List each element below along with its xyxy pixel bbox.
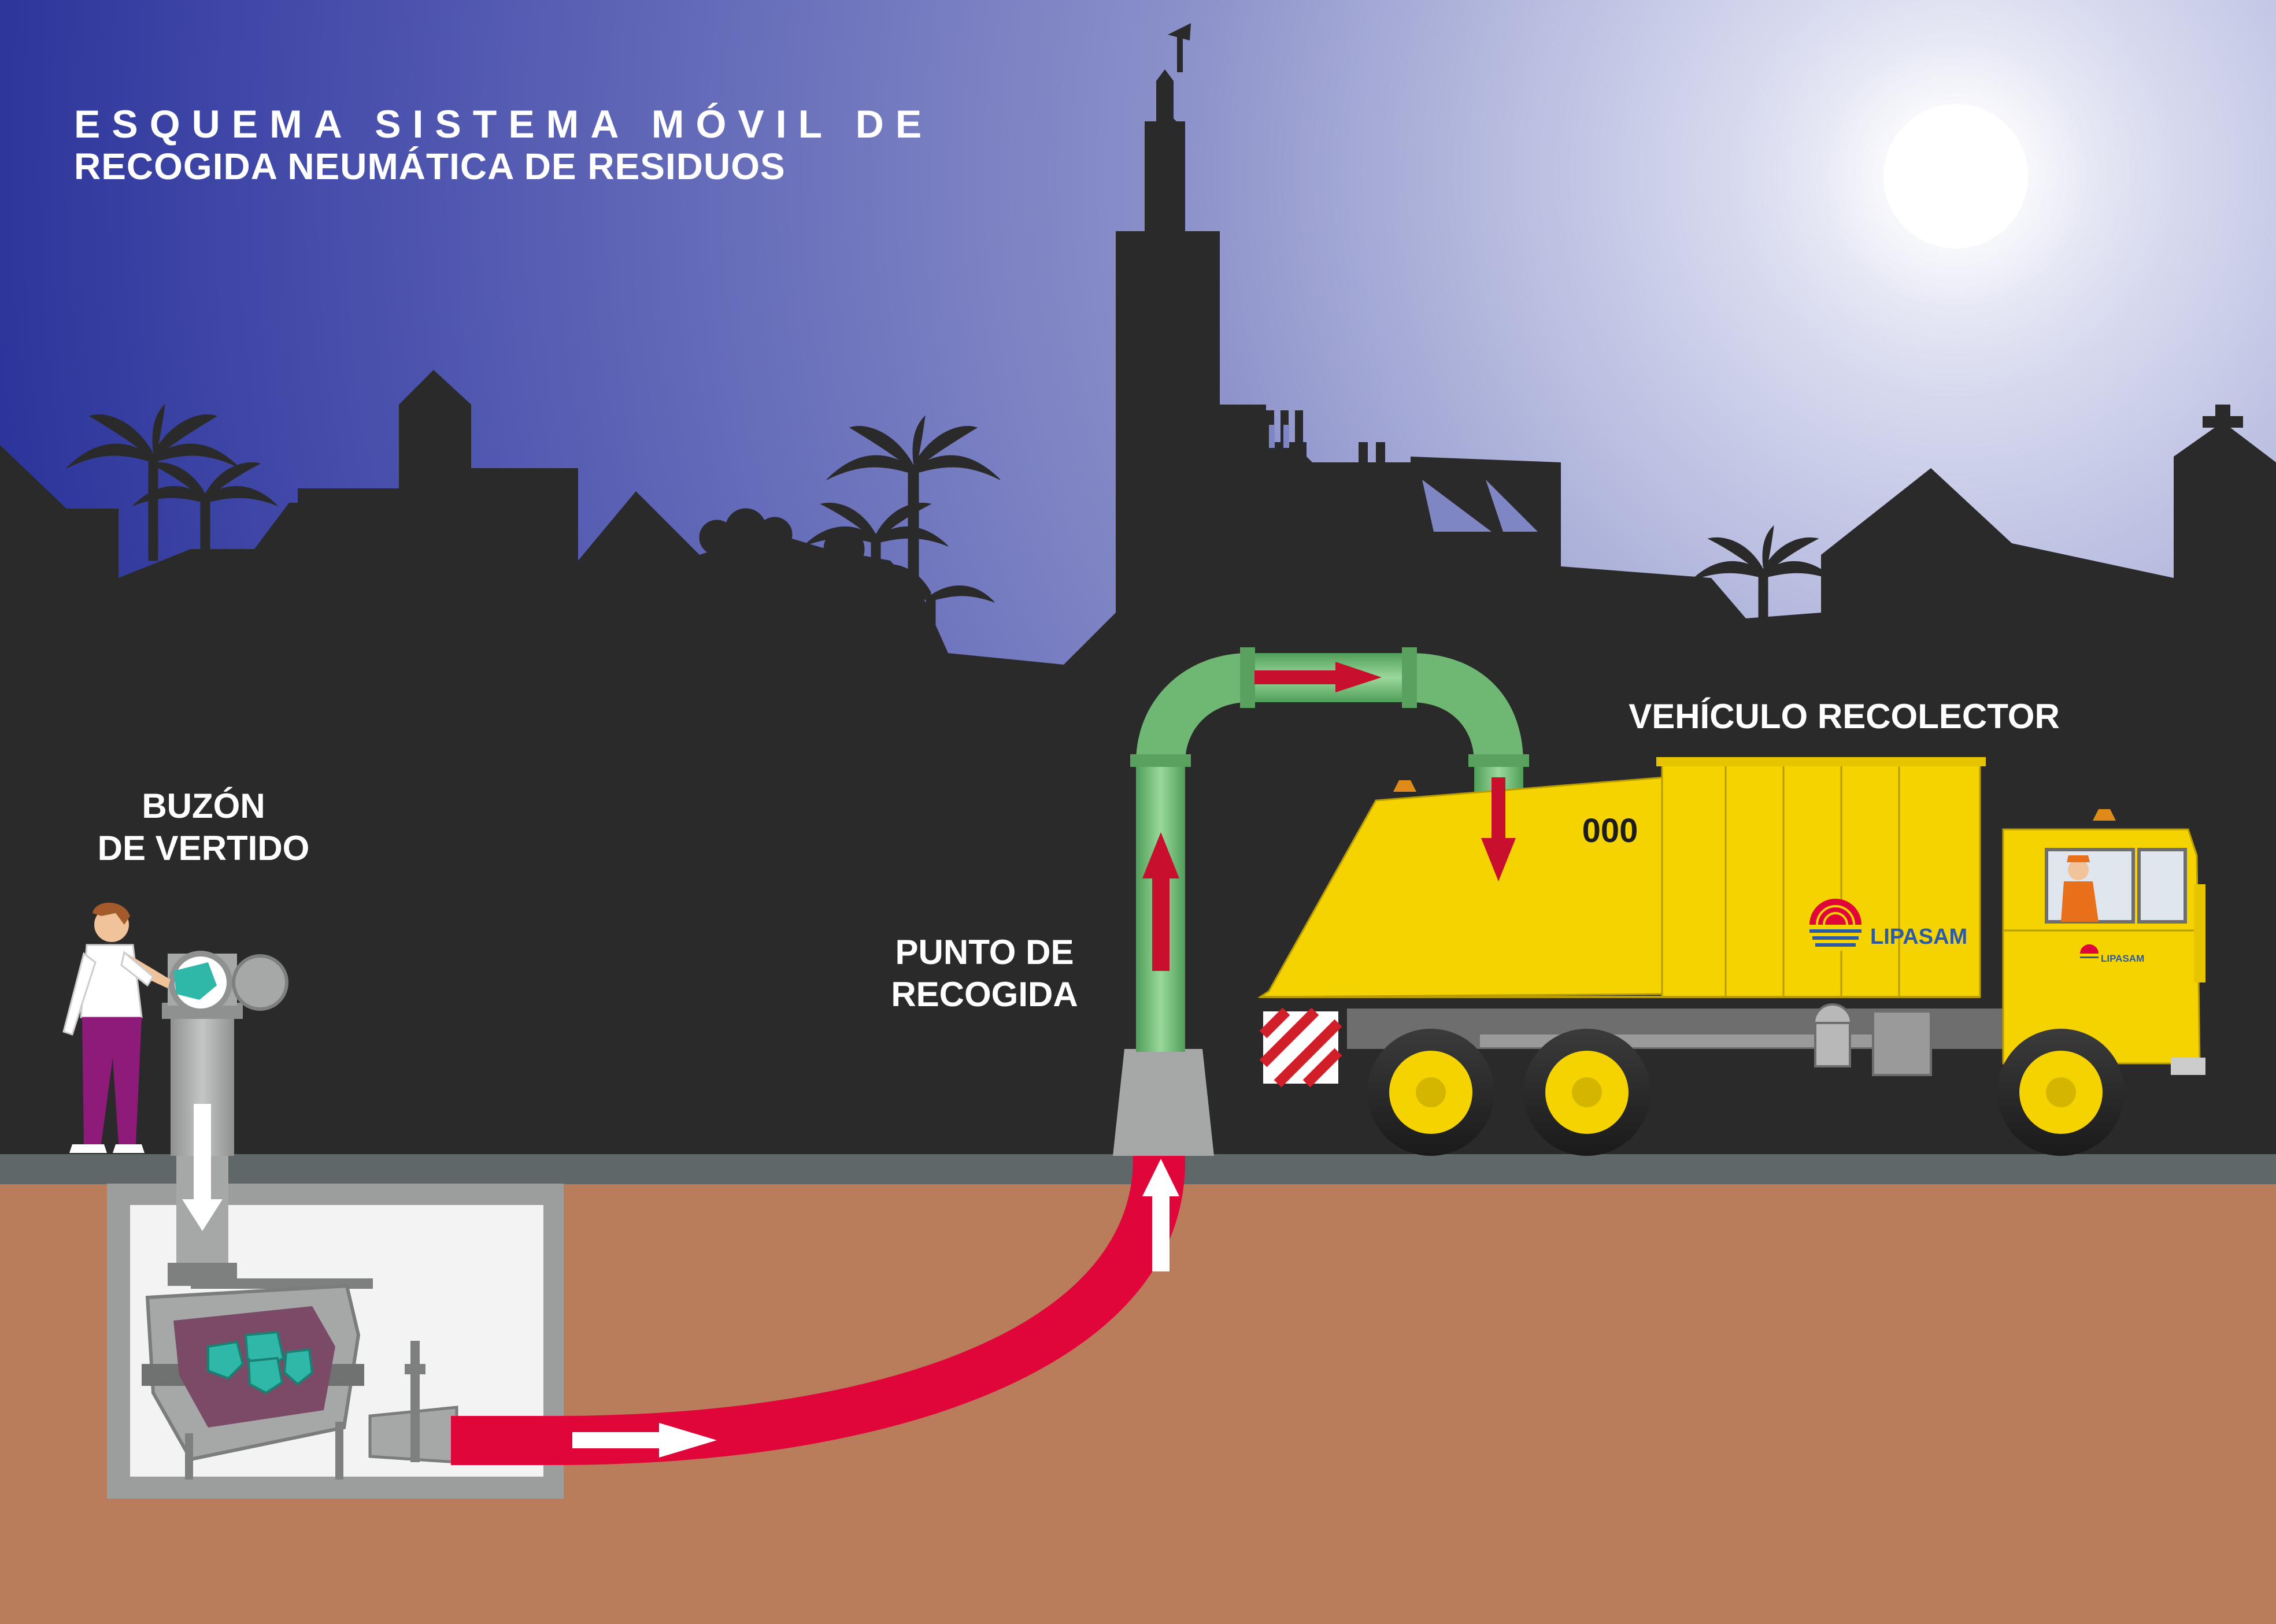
wheel-icon [1367, 1029, 2125, 1156]
person-depositing-waste [62, 902, 171, 1153]
vehiculo-recolector-truck [1257, 757, 2205, 1156]
label-punto-line2: RECOGIDA [891, 975, 1078, 1014]
lipasam-logo-small-icon [2080, 944, 2099, 963]
title-line1: ESQUEMA SISTEMA MÓVIL DE [74, 102, 933, 146]
moon-icon [1883, 104, 2028, 249]
suction-pipe-underground [451, 1156, 1185, 1465]
roof-light-icon [1393, 780, 1416, 792]
driver [2061, 855, 2099, 922]
label-punto-line1: PUNTO DE [895, 933, 1074, 972]
label-buzon-line2: DE VERTIDO [98, 829, 310, 867]
truck-brand: LIPASAM [1870, 925, 1967, 949]
cab-light-icon [2093, 809, 2116, 821]
title-line2: RECOGIDA NEUMÁTICA DE RESIDUOS [74, 146, 786, 187]
label-vehiculo: VEHÍCULO RECOLECTOR [1629, 697, 2060, 736]
lipasam-logo-icon [1809, 899, 1861, 951]
waste-bags [207, 1330, 314, 1395]
church-cross-icon [2203, 405, 2243, 457]
truck-brand-small: LIPASAM [2101, 953, 2144, 964]
truck-number: 000 [1582, 812, 1638, 850]
label-buzon-line1: BUZÓN [142, 787, 265, 825]
cathedral-tower-icon [1145, 69, 1185, 231]
punto-de-recogida-base [1113, 1049, 1214, 1156]
palm-tree-icon [66, 403, 1836, 659]
flow-arrow-icon [182, 662, 1516, 1458]
